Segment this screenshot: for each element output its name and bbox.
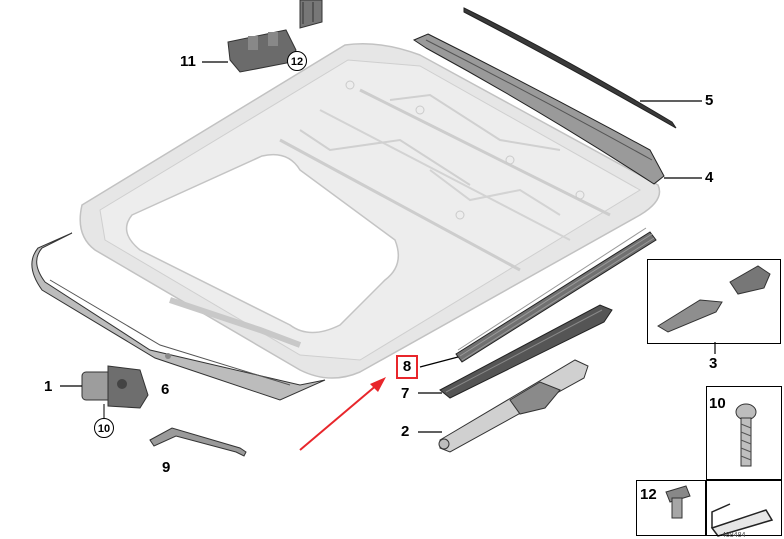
legend-box-wedge — [706, 480, 782, 536]
circled-callout-12: 12 — [287, 51, 307, 71]
seal-7 — [418, 304, 613, 399]
rod-9 — [149, 427, 247, 457]
legend-box-12 — [636, 480, 706, 536]
carriage-2 — [418, 359, 589, 453]
screw-12-artwork — [665, 485, 691, 519]
reference-number: 488484 — [722, 532, 746, 539]
legend-label-10: 10 — [709, 395, 726, 412]
label-4: 4 — [705, 169, 714, 186]
label-9: 9 — [162, 459, 171, 476]
label-2: 2 — [401, 423, 410, 440]
label-7: 7 — [401, 385, 410, 402]
legend-label-12: 12 — [640, 486, 657, 503]
deflector-8 — [419, 227, 657, 368]
highlight-arrow — [299, 377, 386, 451]
label-1: 1 — [44, 378, 53, 395]
highlight-label-8: 8 — [396, 355, 418, 379]
rail-4 — [412, 33, 702, 185]
label-6: 6 — [161, 381, 170, 398]
screw-10-artwork — [735, 403, 757, 467]
motor-1 — [60, 365, 149, 418]
inset-3-artwork — [657, 265, 771, 354]
wedge-symbol — [710, 503, 774, 537]
circled-callout-10: 10 — [94, 418, 114, 438]
strip-5 — [463, 7, 702, 129]
front-strip-6 — [31, 232, 326, 401]
inset-box-3 — [647, 259, 781, 344]
label-11: 11 — [180, 53, 196, 70]
roof-frame — [79, 43, 661, 379]
label-3: 3 — [709, 355, 718, 372]
label-5: 5 — [705, 92, 714, 109]
legend-box-10 — [706, 386, 782, 480]
